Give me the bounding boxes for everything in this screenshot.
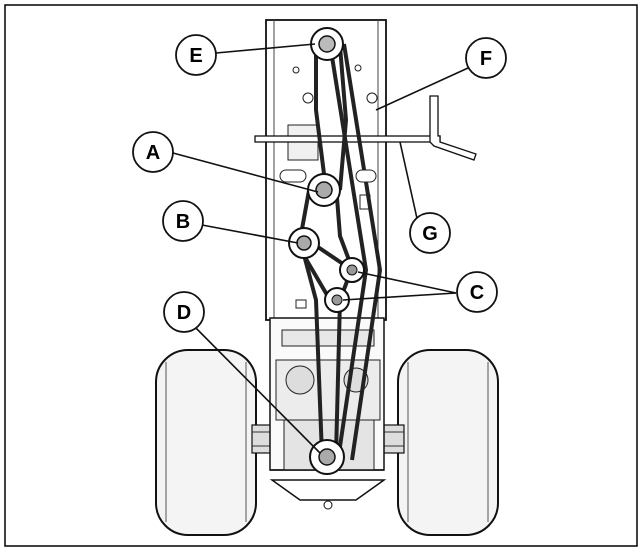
right-rear-tire — [397, 349, 499, 536]
chassis-frame — [265, 19, 387, 510]
callout-g-label: G — [422, 223, 438, 245]
idler-pulleys-c — [324, 257, 365, 313]
idler-pulley-b — [288, 227, 320, 259]
callout-c-label: C — [470, 282, 484, 304]
callout-d: D — [163, 291, 205, 333]
callout-a: A — [132, 131, 174, 173]
callout-b: B — [162, 200, 204, 242]
figure-frame — [4, 4, 638, 547]
callout-g: G — [409, 212, 451, 254]
idler-pulley-a — [279, 169, 377, 207]
callout-e: E — [175, 34, 217, 76]
callout-f-label: F — [480, 48, 492, 70]
leader-lines — [172, 43, 469, 454]
transaxle-pulley-d — [309, 439, 345, 475]
left-rear-tire — [155, 349, 257, 536]
callout-b-label: B — [176, 211, 190, 233]
callout-f: F — [465, 37, 507, 79]
callout-a-label: A — [146, 142, 160, 164]
callout-c: C — [456, 271, 498, 313]
engine-pulley-e — [310, 27, 344, 61]
callout-e-label: E — [189, 45, 202, 67]
callout-d-label: D — [177, 302, 191, 324]
